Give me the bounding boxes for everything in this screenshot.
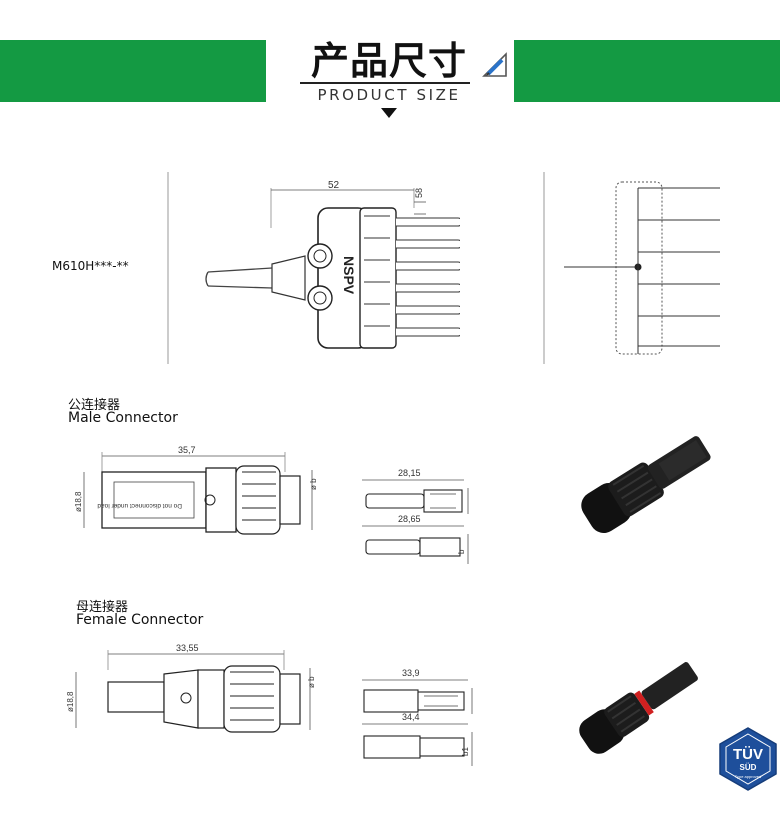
dim-pitch-label: 58 — [414, 188, 424, 198]
tuv-certification-badge: TÜV SÜD Type approved — [719, 727, 777, 791]
male-pin-drawing: 28,15 28,65 b — [362, 468, 469, 564]
branch-wiring-schematic — [543, 172, 720, 364]
header-green-bar-right — [514, 40, 780, 102]
pencil-ruler-icon — [482, 52, 507, 77]
dim-width-label: 52 — [328, 180, 340, 191]
female-socket-b-length-label: 34,4 — [402, 712, 420, 722]
female-socket-drawing: 33,9 34,4 b1 — [362, 668, 473, 766]
header-green-bar-left — [0, 40, 266, 102]
male-connector-photo — [581, 436, 711, 534]
male-label-cn: 公连接器 — [68, 398, 121, 413]
female-diameter-label: ø18,8 — [66, 691, 75, 712]
female-side-dim-label: ø b — [307, 676, 316, 688]
male-connector-drawing: 35,7 ø18,8 Do not disconnect under load … — [74, 445, 318, 535]
male-side-dim-label: ø b — [309, 478, 318, 490]
female-length-label: 33,55 — [176, 643, 199, 653]
down-triangle-icon — [381, 108, 397, 118]
section-title-en: PRODUCT SIZE — [317, 86, 461, 104]
male-pin-b-length-label: 28,65 — [398, 514, 421, 524]
female-socket-a-length-label: 33,9 — [402, 668, 420, 678]
tuv-badge-sub-text: SÜD — [740, 763, 757, 772]
tuv-badge-main-text: TÜV — [733, 746, 763, 763]
male-length-label: 35,7 — [178, 445, 196, 455]
male-warning-print: Do not disconnect under load — [97, 502, 182, 509]
female-socket-b-dim-label: b1 — [461, 747, 470, 756]
model-number: M610H***-** — [52, 259, 129, 273]
body-logo-text: NSPV — [341, 256, 357, 295]
branch-connector-drawing: 52 58 NSPV — [167, 172, 460, 364]
title-underline — [300, 82, 470, 84]
female-connector-drawing: 33,55 ø18,8 ø b — [66, 643, 316, 733]
male-pin-a-length-label: 28,15 — [398, 468, 421, 478]
section-title-cn: 产品尺寸 — [310, 39, 467, 83]
male-pin-b-dim-label: b — [457, 549, 466, 554]
male-label-en: Male Connector — [68, 410, 178, 426]
tuv-badge-small-text: Type approved — [735, 774, 761, 779]
male-diameter-label: ø18,8 — [74, 491, 83, 512]
female-label-cn: 母连接器 — [76, 600, 129, 615]
female-label-en: Female Connector — [76, 612, 204, 628]
female-connector-photo — [579, 662, 698, 754]
